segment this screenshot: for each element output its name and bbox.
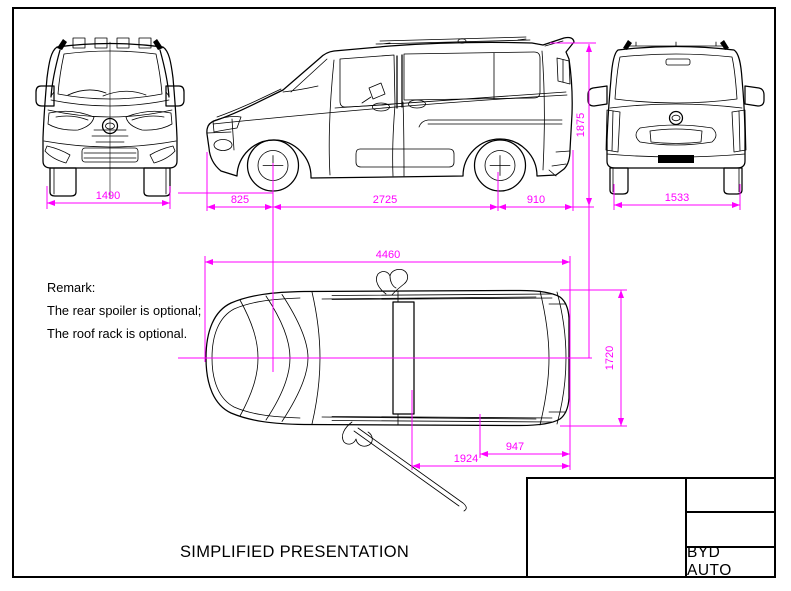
roof-rack-pads: [72, 37, 152, 49]
windshield: [57, 50, 163, 100]
dim-front-overhang-label: 825: [231, 194, 249, 206]
tailgate-garnish: [635, 124, 717, 146]
dim-width-label: 1720: [604, 346, 616, 370]
wipers: [67, 89, 147, 97]
door-handle: [408, 99, 426, 109]
byd-logo-rear: [668, 110, 684, 126]
title-block: BYD AUTO: [526, 477, 776, 579]
company-name: BYD AUTO: [687, 544, 732, 579]
sliding-door-track: [418, 119, 563, 128]
dim-height-label: 1875: [575, 113, 587, 137]
headlights: [47, 110, 173, 131]
side-step: [355, 148, 455, 168]
rear-view-drawing: [587, 40, 765, 195]
mirror-sketch-bottom: [342, 421, 373, 447]
headlight: [212, 116, 242, 133]
title-block-row-1: [687, 479, 774, 513]
license-plate: [649, 128, 703, 144]
remark-heading: Remark:: [47, 280, 96, 295]
remark-line: The roof rack is optional.: [47, 326, 188, 341]
presentation-caption: SIMPLIFIED PRESENTATION: [180, 543, 410, 561]
fog-lamps: [44, 145, 176, 164]
dim-rear-overhang-label: 910: [527, 194, 545, 206]
roof-rails-top: [331, 293, 553, 423]
dimension-labels: 1490 825 2725 910 1875 1533 4460 1720 94…: [96, 113, 689, 465]
page-border: [12, 7, 776, 578]
dimension-lines: [46, 42, 741, 470]
top-view-drawing: [205, 268, 570, 512]
title-block-right-column: BYD AUTO: [687, 479, 774, 579]
remark-line: The rear spoiler is optional;: [47, 303, 202, 318]
remark-block: Remark: The rear spoiler is optional; Th…: [47, 276, 201, 345]
door-mirrors: [35, 85, 185, 107]
rear-window: [614, 53, 738, 104]
dim-front-width-label: 1490: [96, 190, 120, 202]
title-block-row-2: [687, 513, 774, 548]
side-mirror: [361, 82, 386, 104]
rear-wheel: [473, 139, 527, 192]
tail-lights: [605, 109, 747, 153]
front-view-drawing: [35, 37, 185, 199]
roof-rack: [375, 36, 531, 45]
dim-rear-width-label: 1533: [665, 192, 689, 204]
door-handle: [372, 102, 390, 112]
tail-lamp: [556, 57, 571, 85]
side-view-drawing: [206, 36, 575, 192]
rear-wheels: [609, 167, 743, 195]
antenna-line: [353, 427, 467, 512]
title-block-main-cell: [528, 479, 687, 576]
mirror-sketch-top: [376, 268, 409, 296]
dim-door-width-label: 947: [506, 441, 524, 453]
dim-wheelbase-label: 2725: [373, 194, 397, 206]
sliding-door-window: [403, 51, 541, 101]
dim-length-label: 4460: [376, 249, 400, 261]
fog-lamp: [213, 139, 233, 151]
dim-rear-section-label: 1924: [454, 453, 478, 465]
